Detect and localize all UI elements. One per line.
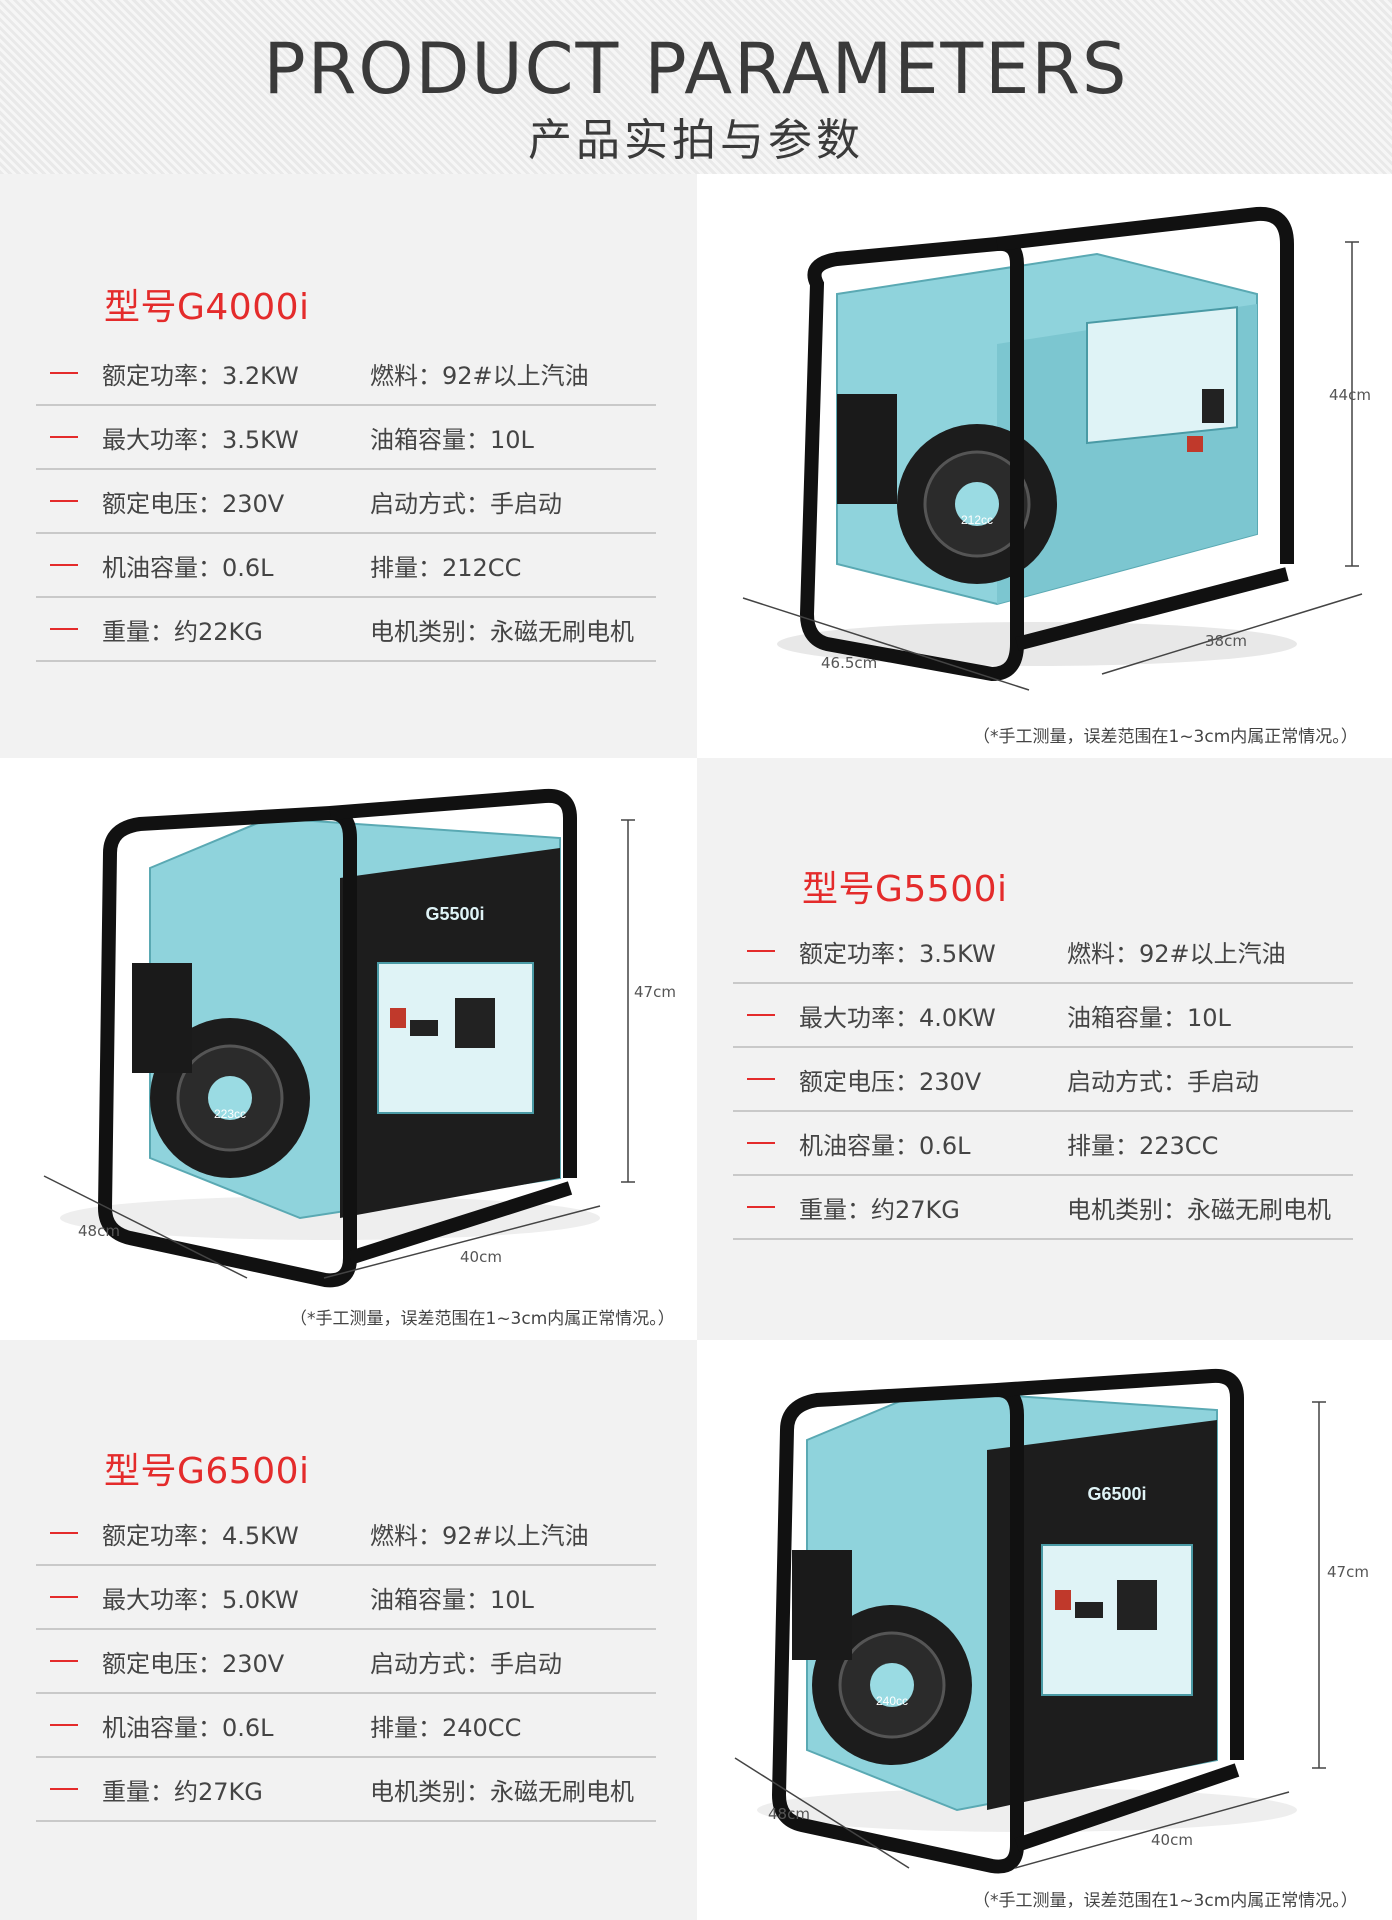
spec-left: 机油容量：0.6L: [102, 1714, 274, 1742]
spec-dash: [50, 1724, 78, 1726]
dimension-depth: 48cm: [78, 1222, 120, 1240]
spec-right: 燃料：92#以上汽油: [1067, 940, 1286, 968]
spec-row: 额定功率：4.5KW 燃料：92#以上汽油: [36, 1502, 656, 1566]
spec-dash: [50, 1660, 78, 1662]
spec-row: 重量：约27KG 电机类别：永磁无刷电机: [733, 1176, 1353, 1240]
dimension-width: 40cm: [1151, 1831, 1193, 1849]
spec-dash: [50, 372, 78, 374]
product-photo-g5500i: G5500i 223cc 47cm 48cm 40cm （*手工测量，误差范围在…: [0, 758, 697, 1340]
spec-right: 启动方式：手启动: [370, 490, 562, 518]
engine-label: 240cc: [876, 1694, 908, 1708]
spec-left: 最大功率：4.0KW: [799, 1004, 996, 1032]
spec-dash: [747, 1014, 775, 1016]
spec-left: 机油容量：0.6L: [799, 1132, 971, 1160]
spec-left: 重量：约27KG: [102, 1778, 263, 1806]
spec-dash: [747, 1078, 775, 1080]
spec-dash: [50, 1596, 78, 1598]
spec-left: 最大功率：3.5KW: [102, 426, 299, 454]
spec-right: 燃料：92#以上汽油: [370, 362, 589, 390]
spec-right: 燃料：92#以上汽油: [370, 1522, 589, 1550]
engine-label: 212cc: [961, 513, 993, 527]
spec-right: 启动方式：手启动: [370, 1650, 562, 1678]
spec-row: 最大功率：4.0KW 油箱容量：10L: [733, 984, 1353, 1048]
spec-left: 机油容量：0.6L: [102, 554, 274, 582]
spec-dash: [747, 1142, 775, 1144]
spec-row: 额定功率：3.2KW 燃料：92#以上汽油: [36, 342, 656, 406]
spec-left: 重量：约27KG: [799, 1196, 960, 1224]
spec-row: 重量：约22KG 电机类别：永磁无刷电机: [36, 598, 656, 662]
panel-model-label: G6500i: [1087, 1484, 1146, 1504]
measurement-note: （*手工测量，误差范围在1~3cm内属正常情况。）: [973, 727, 1358, 747]
page-subtitle: 产品实拍与参数: [528, 115, 864, 166]
generator-illustration: 212cc: [742, 206, 1363, 691]
header-banner: PRODUCT PARAMETERS 产品实拍与参数: [0, 0, 1392, 174]
dimension-depth: 48cm: [768, 1805, 810, 1823]
dimension-width: 46.5cm: [821, 654, 878, 672]
spec-dash: [747, 950, 775, 952]
product-photo-g6500i: G6500i 240cc 47cm 48cm 40cm （*手工测量，误差范围在…: [697, 1340, 1392, 1920]
product-photo-g4000i: 212cc 44cm 38cm 46.5cm （*手工测量，误差范围在1~3cm…: [697, 174, 1392, 758]
spec-right: 排量：212CC: [370, 554, 522, 582]
spec-right: 电机类别：永磁无刷电机: [1067, 1196, 1331, 1224]
spec-dash: [50, 1788, 78, 1790]
spec-right: 启动方式：手启动: [1067, 1068, 1259, 1096]
page-title: PRODUCT PARAMETERS: [263, 28, 1129, 110]
panel-model-label: G5500i: [425, 904, 484, 924]
model-title: 型号G4000i: [104, 287, 310, 328]
spec-left: 重量：约22KG: [102, 618, 263, 646]
spec-dash: [50, 500, 78, 502]
spec-row: 额定电压：230V 启动方式：手启动: [733, 1048, 1353, 1112]
dimension-height: 47cm: [634, 983, 676, 1001]
spec-row: 机油容量：0.6L 排量：240CC: [36, 1694, 656, 1758]
spec-row: 额定功率：3.5KW 燃料：92#以上汽油: [733, 920, 1353, 984]
spec-right: 排量：223CC: [1067, 1132, 1219, 1160]
spec-right: 电机类别：永磁无刷电机: [370, 618, 634, 646]
spec-row: 额定电压：230V 启动方式：手启动: [36, 470, 656, 534]
spec-row: 额定电压：230V 启动方式：手启动: [36, 1630, 656, 1694]
dimension-depth: 38cm: [1205, 632, 1247, 650]
spec-row: 最大功率：3.5KW 油箱容量：10L: [36, 406, 656, 470]
spec-dash: [50, 436, 78, 438]
dimension-height: 47cm: [1327, 1563, 1369, 1581]
model-title: 型号G6500i: [104, 1451, 310, 1492]
spec-row: 机油容量：0.6L 排量：223CC: [733, 1112, 1353, 1176]
spec-dash: [747, 1206, 775, 1208]
spec-dash: [50, 564, 78, 566]
measurement-note: （*手工测量，误差范围在1~3cm内属正常情况。）: [973, 1891, 1358, 1911]
spec-left: 额定功率：3.2KW: [102, 362, 299, 390]
spec-right: 电机类别：永磁无刷电机: [370, 1778, 634, 1806]
spec-left: 额定功率：3.5KW: [799, 940, 996, 968]
engine-label: 223cc: [214, 1107, 246, 1121]
spec-left: 额定电压：230V: [102, 1650, 285, 1678]
spec-dash: [50, 628, 78, 630]
dimension-width: 40cm: [460, 1248, 502, 1266]
spec-dash: [50, 1532, 78, 1534]
spec-right: 油箱容量：10L: [1067, 1004, 1231, 1032]
spec-row: 最大功率：5.0KW 油箱容量：10L: [36, 1566, 656, 1630]
generator-illustration: G5500i 223cc: [43, 788, 635, 1288]
spec-left: 额定电压：230V: [799, 1068, 982, 1096]
spec-left: 最大功率：5.0KW: [102, 1586, 299, 1614]
spec-right: 排量：240CC: [370, 1714, 522, 1742]
spec-row: 机油容量：0.6L 排量：212CC: [36, 534, 656, 598]
spec-left: 额定电压：230V: [102, 490, 285, 518]
model-title: 型号G5500i: [802, 869, 1008, 910]
dimension-height: 44cm: [1329, 386, 1371, 404]
spec-row: 重量：约27KG 电机类别：永磁无刷电机: [36, 1758, 656, 1822]
generator-illustration: G6500i 240cc: [734, 1368, 1326, 1874]
spec-right: 油箱容量：10L: [370, 426, 534, 454]
specs-panel-g4000i: 型号G4000i 额定功率：3.2KW 燃料：92#以上汽油 最大功率：3.5K…: [0, 174, 697, 758]
spec-right: 油箱容量：10L: [370, 1586, 534, 1614]
specs-panel-g6500i: 型号G6500i 额定功率：4.5KW 燃料：92#以上汽油 最大功率：5.0K…: [0, 1340, 697, 1920]
measurement-note: （*手工测量，误差范围在1~3cm内属正常情况。）: [290, 1309, 675, 1329]
specs-panel-g5500i: 型号G5500i 额定功率：3.5KW 燃料：92#以上汽油 最大功率：4.0K…: [697, 758, 1392, 1340]
spec-left: 额定功率：4.5KW: [102, 1522, 299, 1550]
